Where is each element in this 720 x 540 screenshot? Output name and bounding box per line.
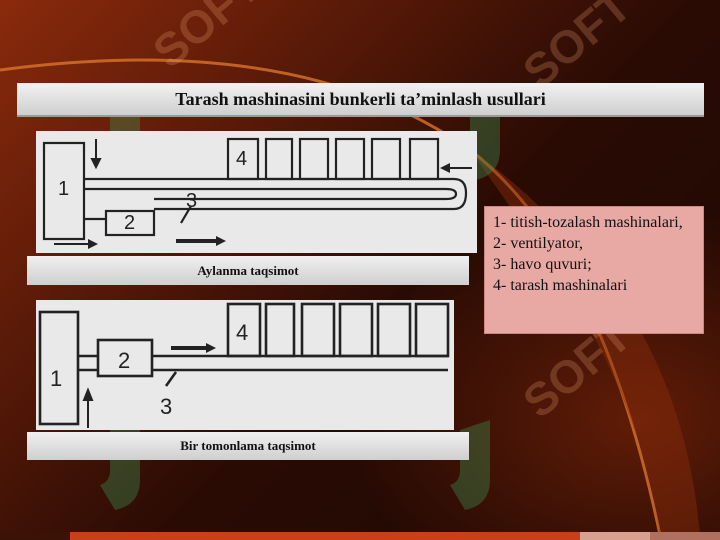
carding-machine [226, 302, 262, 358]
slide-title: Tarash mashinasini bunkerli ta’minlash u… [17, 83, 704, 117]
carding-machine [264, 302, 296, 358]
flow-arrows [54, 139, 472, 249]
label-4: 4 [236, 320, 248, 345]
label-2: 2 [124, 212, 135, 234]
diagram-onesided-panel: 1 2 3 4 [36, 300, 454, 430]
carding-machine [334, 137, 366, 181]
legend-item: 1- titish-tozalash mashinalari, [493, 214, 683, 231]
footer-strip [0, 532, 720, 540]
legend-item: 3- havo quvuri; [493, 256, 592, 273]
legend-box: 1- titish-tozalash mashinalari, 2- venti… [484, 206, 704, 334]
diagram-circular-panel: 1 2 3 4 [36, 131, 477, 253]
carding-machine [300, 302, 336, 358]
label-1: 1 [50, 366, 62, 391]
label-4: 4 [236, 148, 247, 170]
carding-machine [370, 137, 402, 181]
fan-box [96, 338, 154, 378]
label-3: 3 [160, 394, 172, 419]
caption-onesided: Bir tomonlama taqsimot [27, 432, 469, 460]
carding-machine [298, 137, 330, 181]
diagram-circular: 1 2 3 4 [42, 137, 472, 249]
flow-arrows [82, 343, 216, 428]
legend-item: 2- ventilyator, [493, 235, 583, 252]
carding-machine [226, 137, 260, 181]
carding-machine [264, 137, 294, 181]
opener-machine-box [38, 310, 80, 426]
label-2: 2 [118, 348, 130, 373]
legend-item: 4- tarash mashinalari [493, 277, 628, 294]
diagram-onesided: 1 2 3 4 [38, 302, 450, 428]
carding-machine [338, 302, 374, 358]
label-1: 1 [58, 178, 69, 200]
carding-machine [414, 302, 450, 358]
caption-circular: Aylanma taqsimot [27, 256, 469, 285]
carding-machine [408, 137, 440, 181]
carding-machine [376, 302, 412, 358]
label-3: 3 [186, 190, 197, 212]
opener-machine-box [42, 141, 86, 241]
fan-box [104, 209, 156, 237]
